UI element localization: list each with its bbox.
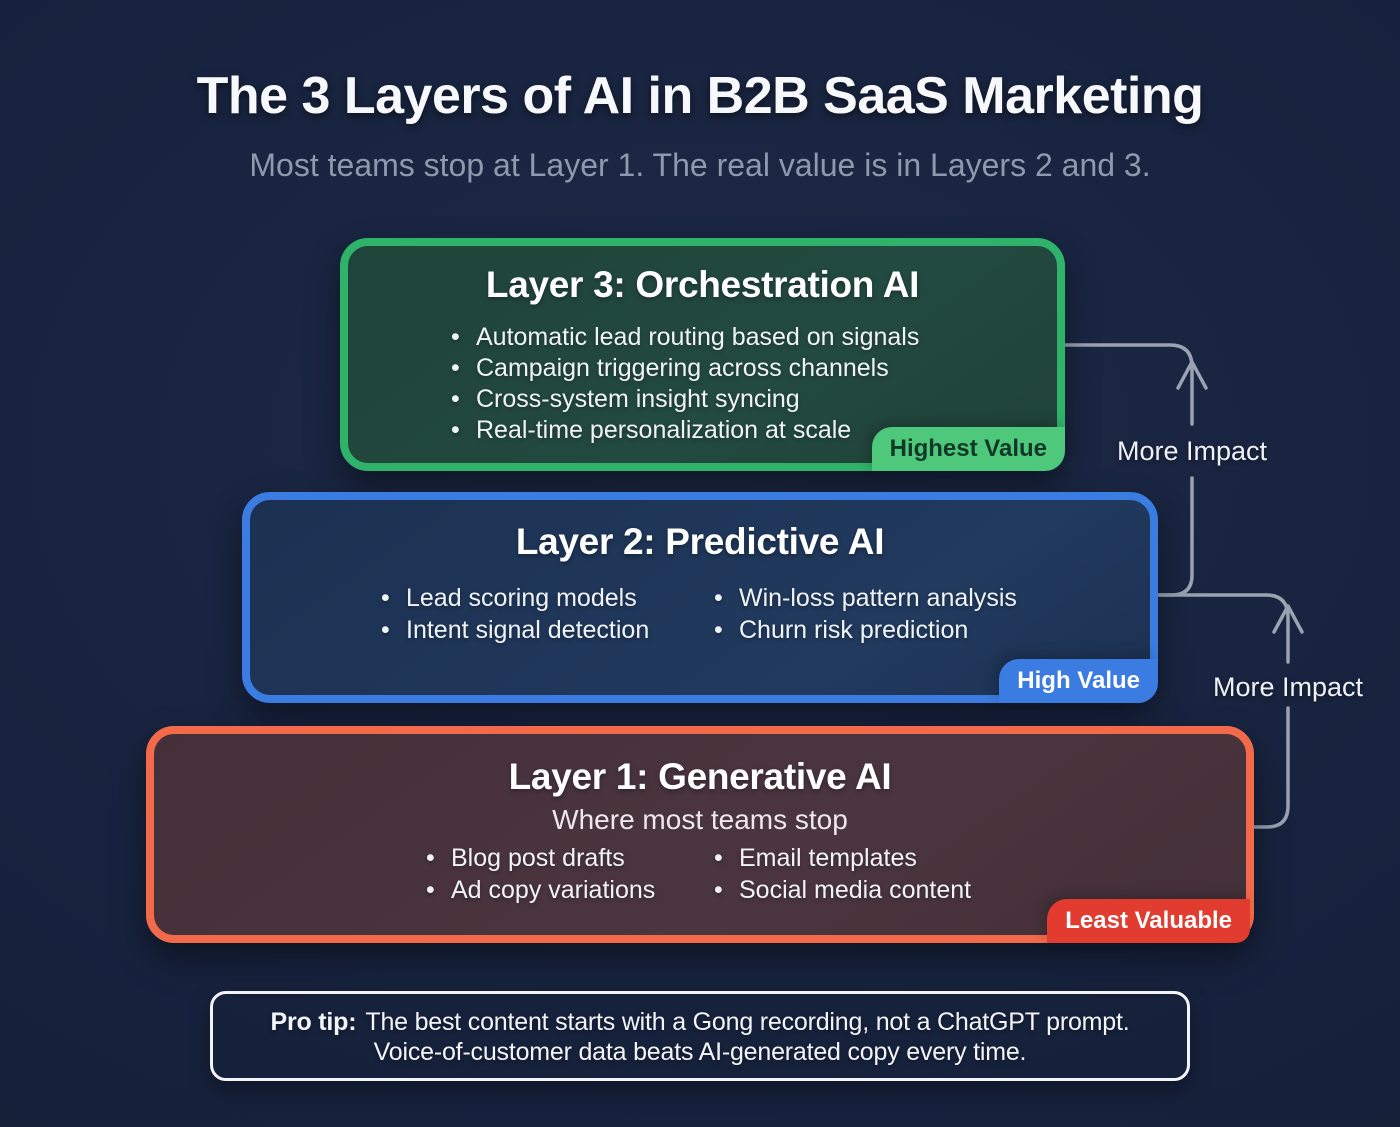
layer-1-bullet-column-1: Blog post drafts Ad copy variations <box>424 842 655 906</box>
bullet-item: Real-time personalization at scale <box>449 415 919 446</box>
layer-2-bullet-column-1: Lead scoring models Intent signal detect… <box>379 582 649 646</box>
pro-tip-box: Pro tip: The best content starts with a G… <box>210 991 1190 1081</box>
bullet-item: Ad copy variations <box>424 874 655 906</box>
page-subtitle: Most teams stop at Layer 1. The real val… <box>249 147 1151 183</box>
layer-1-card: Layer 1: Generative AI Where most teams … <box>146 726 1254 943</box>
layer-2-value-badge: High Value <box>999 659 1158 703</box>
layer-1-bullet-column-2: Email templates Social media content <box>712 842 971 906</box>
bullet-item: Social media content <box>712 874 971 906</box>
layer-2-title: Layer 2: Predictive AI <box>515 521 885 562</box>
pro-tip-line-1: Pro tip: The best content starts with a G… <box>213 1007 1187 1037</box>
layer-1-title: Layer 1: Generative AI <box>508 756 892 797</box>
page-title: The 3 Layers of AI in B2B SaaS Marketing <box>196 67 1204 125</box>
arrowhead-up-icon-1 <box>1176 360 1208 390</box>
bullet-item: Email templates <box>712 842 971 874</box>
impact-arrow-1-bottom-segment <box>1156 476 1194 597</box>
layer-3-value-badge: Highest Value <box>871 427 1065 471</box>
pro-tip-text-1: The best content starts with a Gong reco… <box>365 1008 1130 1036</box>
layer-3-title: Layer 3: Orchestration AI <box>485 264 920 305</box>
bullet-item: Campaign triggering across channels <box>449 353 919 384</box>
bullet-item: Cross-system insight syncing <box>449 384 919 415</box>
arrowhead-up-icon-2 <box>1272 604 1304 634</box>
pro-tip-label: Pro tip: <box>270 1008 357 1036</box>
pro-tip-line-2: Voice-of-customer data beats AI-generate… <box>373 1038 1027 1066</box>
bullet-item: Blog post drafts <box>424 842 655 874</box>
bullet-item: Win-loss pattern analysis <box>712 582 1017 614</box>
bullet-item: Intent signal detection <box>379 614 649 646</box>
bullet-item: Churn risk prediction <box>712 614 1017 646</box>
more-impact-label-1: More Impact <box>1116 436 1268 466</box>
layer-2-card: Layer 2: Predictive AI Lead scoring mode… <box>242 492 1158 703</box>
impact-arrow-1-top-segment <box>1063 343 1194 426</box>
bullet-item: Lead scoring models <box>379 582 649 614</box>
layer-1-subtitle: Where most teams stop <box>552 804 848 835</box>
impact-arrow-2-top-segment <box>1156 593 1290 664</box>
layer-1-value-badge: Least Valuable <box>1047 899 1250 943</box>
bullet-item: Automatic lead routing based on signals <box>449 322 919 353</box>
layer-3-bullet-list: Automatic lead routing based on signals … <box>449 322 919 446</box>
layer-3-card: Layer 3: Orchestration AI Automatic lead… <box>340 238 1065 471</box>
more-impact-label-2: More Impact <box>1212 672 1364 702</box>
layer-2-bullet-column-2: Win-loss pattern analysis Churn risk pre… <box>712 582 1017 646</box>
impact-arrow-2-bottom-segment <box>1252 706 1290 829</box>
